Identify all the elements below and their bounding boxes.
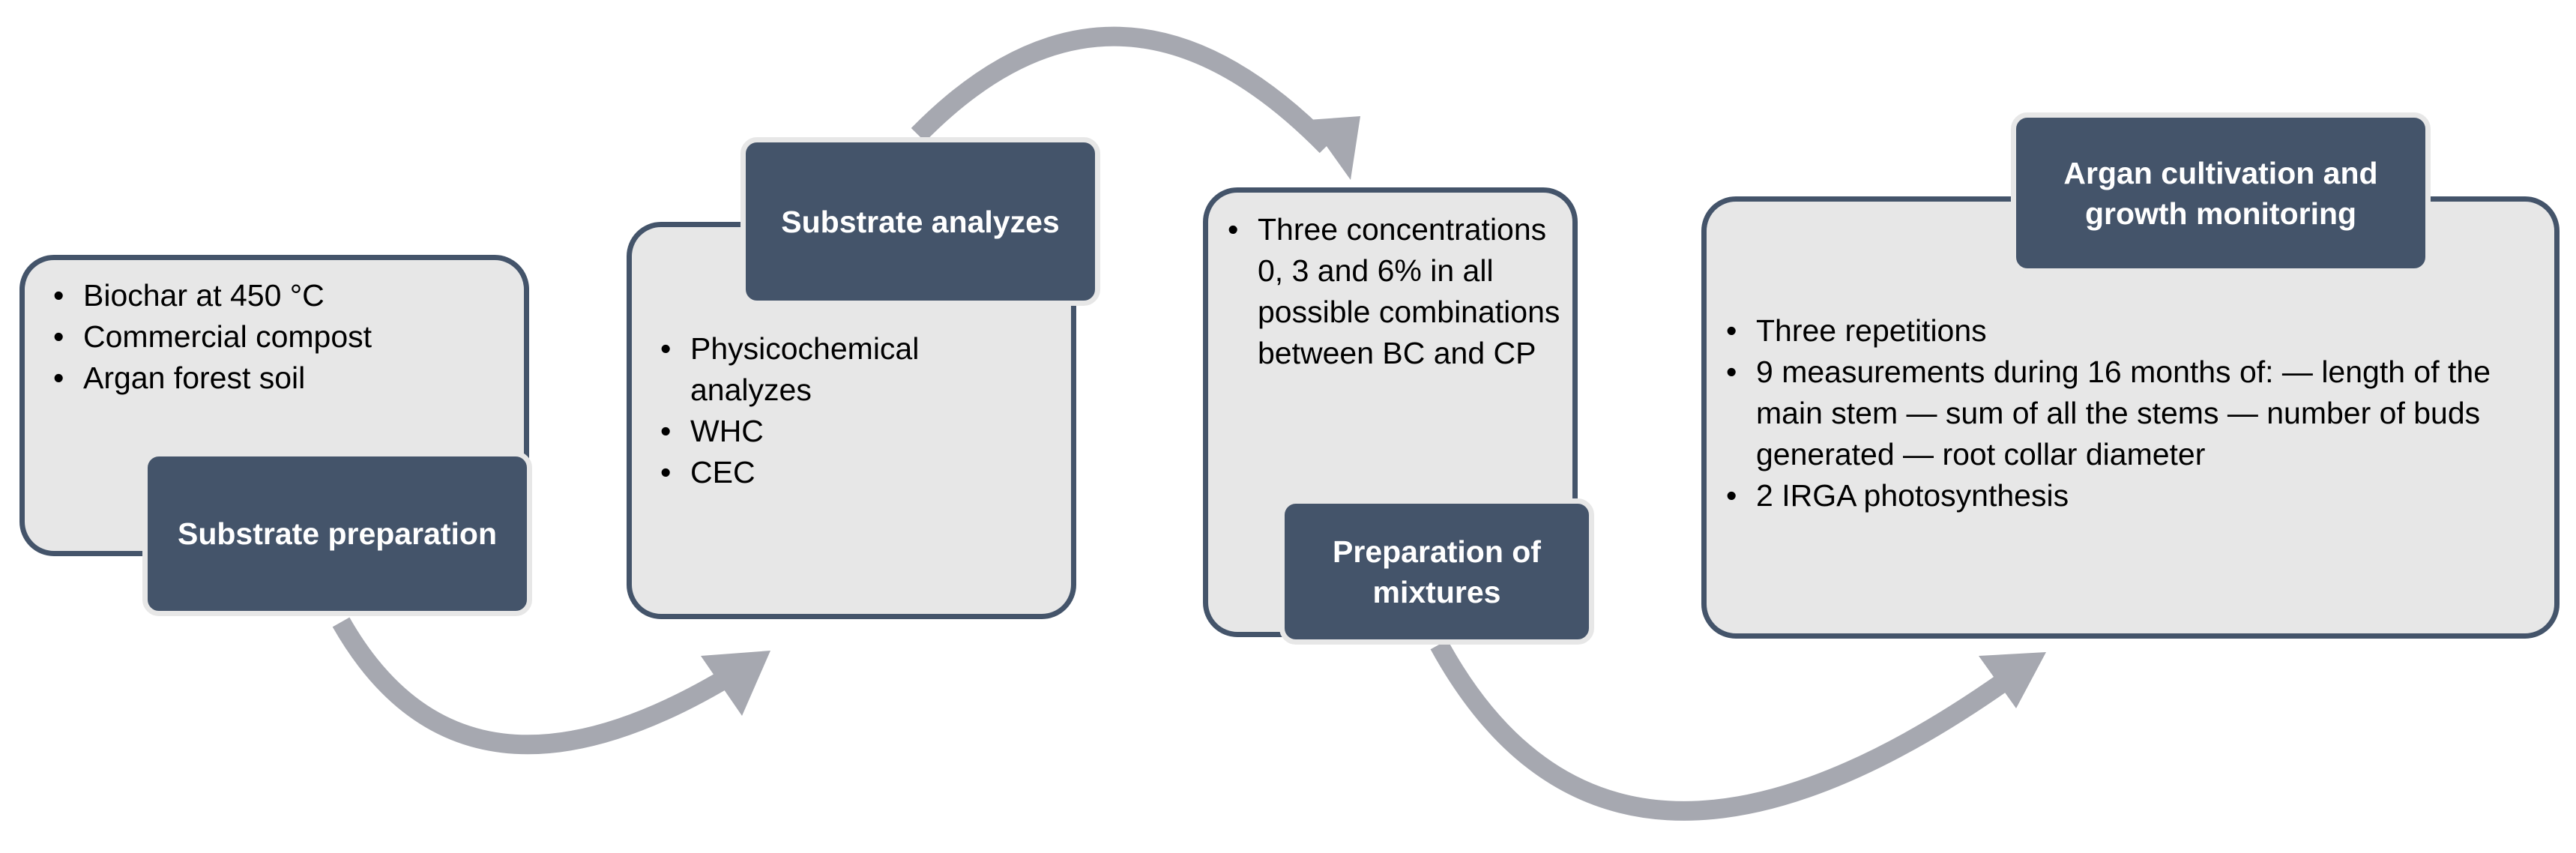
list-item: •2 IRGA photosynthesis xyxy=(1726,478,2069,513)
step4-title: Argan cultivation and growth monitoring xyxy=(2011,112,2431,274)
step4-list: •Three repetitions •9 measurements durin… xyxy=(1720,310,2533,516)
list-item: •9 measurements during 16 months of: — l… xyxy=(1726,355,2491,471)
list-item: •Argan forest soil xyxy=(53,361,306,395)
list-item: •Three concentrations 0, 3 and 6% in all… xyxy=(1228,212,1560,370)
arrow-step3-to-step4 xyxy=(1430,639,2046,821)
step2-list: •Physicochemical analyzes •WHC •CEC xyxy=(654,328,1044,493)
arrow-step2-to-step3 xyxy=(911,26,1360,180)
step1-list: •Biochar at 450 °C •Commercial compost •… xyxy=(47,275,512,399)
list-item: •Commercial compost xyxy=(53,319,372,354)
step2-title: Substrate analyzes xyxy=(740,137,1100,306)
step3-title: Preparation of mixtures xyxy=(1279,498,1594,645)
list-item: •WHC xyxy=(660,414,764,448)
list-item: •Physicochemical analyzes xyxy=(660,331,920,407)
step1-title: Substrate preparation xyxy=(142,451,532,616)
arrow-step1-to-step2 xyxy=(332,617,770,755)
list-item: •Three repetitions xyxy=(1726,313,1987,348)
step3-list: •Three concentrations 0, 3 and 6% in all… xyxy=(1222,209,1566,374)
list-item: •Biochar at 450 °C xyxy=(53,278,325,313)
list-item: •CEC xyxy=(660,455,755,489)
